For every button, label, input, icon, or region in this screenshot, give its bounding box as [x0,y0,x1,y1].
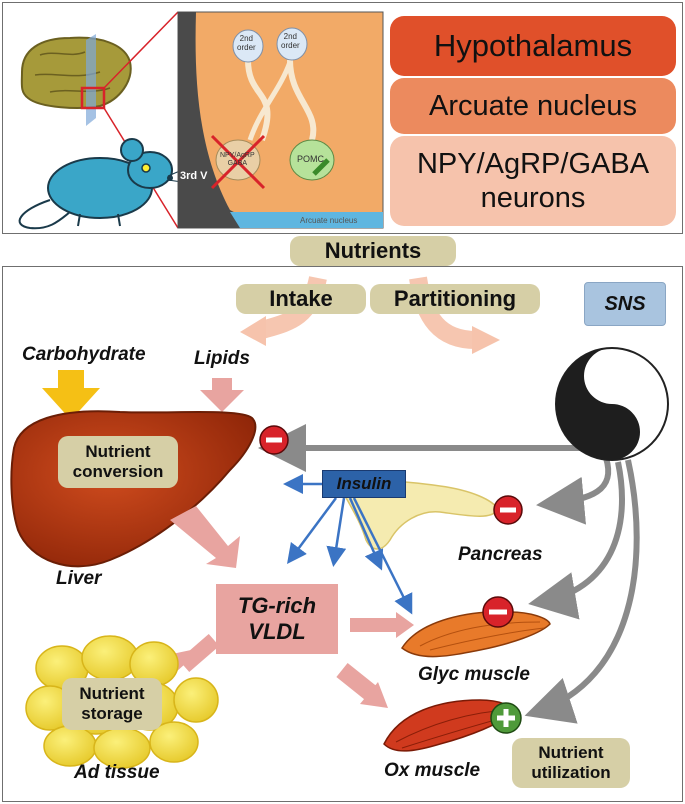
insulin-box: Insulin [322,470,406,498]
glyc-muscle-shape [400,611,551,658]
arcuate-inset [177,11,384,229]
arcuate-caption: Arcuate nucleus [300,216,358,225]
adipose-label: Ad tissue [74,762,160,783]
yin-yang-icon [555,347,669,461]
inhibit-icon-liver [259,425,289,455]
intake-pill: Intake [236,284,366,314]
neurons-label-line1: NPY/AgRP/GABA [416,148,650,180]
neurons-label-line2: neurons [480,182,586,214]
brain-icon [20,34,132,126]
glyc-muscle-label: Glyc muscle [418,664,530,685]
bottom-panel [2,266,683,802]
lipids-label: Lipids [194,348,250,369]
stimulate-icon-ox-muscle [490,702,522,734]
carbohydrate-label: Carbohydrate [22,344,146,365]
pancreas-shape [341,480,499,550]
inhibit-icon-glyc-muscle [482,596,514,628]
hypothalamus-label: Hypothalamus [433,28,633,63]
pancreas-label: Pancreas [458,544,543,565]
partitioning-pill: Partitioning [370,284,540,314]
vldl-box: TG-rich VLDL [216,584,338,654]
mouse-icon [18,138,183,230]
ox-muscle-label: Ox muscle [384,760,481,781]
pomc-label: POMC [297,154,324,164]
nutrient-conversion-box: Nutrient conversion [58,436,178,488]
neurons-box: NPY/AgRP/GABA neurons [390,136,676,226]
sns-box: SNS [584,282,666,326]
liver-label: Liver [56,568,102,589]
arcuate-label: Arcuate nucleus [429,89,637,122]
nutrient-storage-box: Nutrient storage [62,678,162,730]
arcuate-box: Arcuate nucleus [390,78,676,134]
nutrients-pill: Nutrients [290,236,456,266]
hypothalamus-box: Hypothalamus [390,16,676,76]
top-panel [2,2,683,234]
inhibit-icon-pancreas [493,495,523,525]
nutrient-utilization-box: Nutrient utilization [512,738,630,788]
third-ventricle-label: 3rd V [180,170,208,182]
